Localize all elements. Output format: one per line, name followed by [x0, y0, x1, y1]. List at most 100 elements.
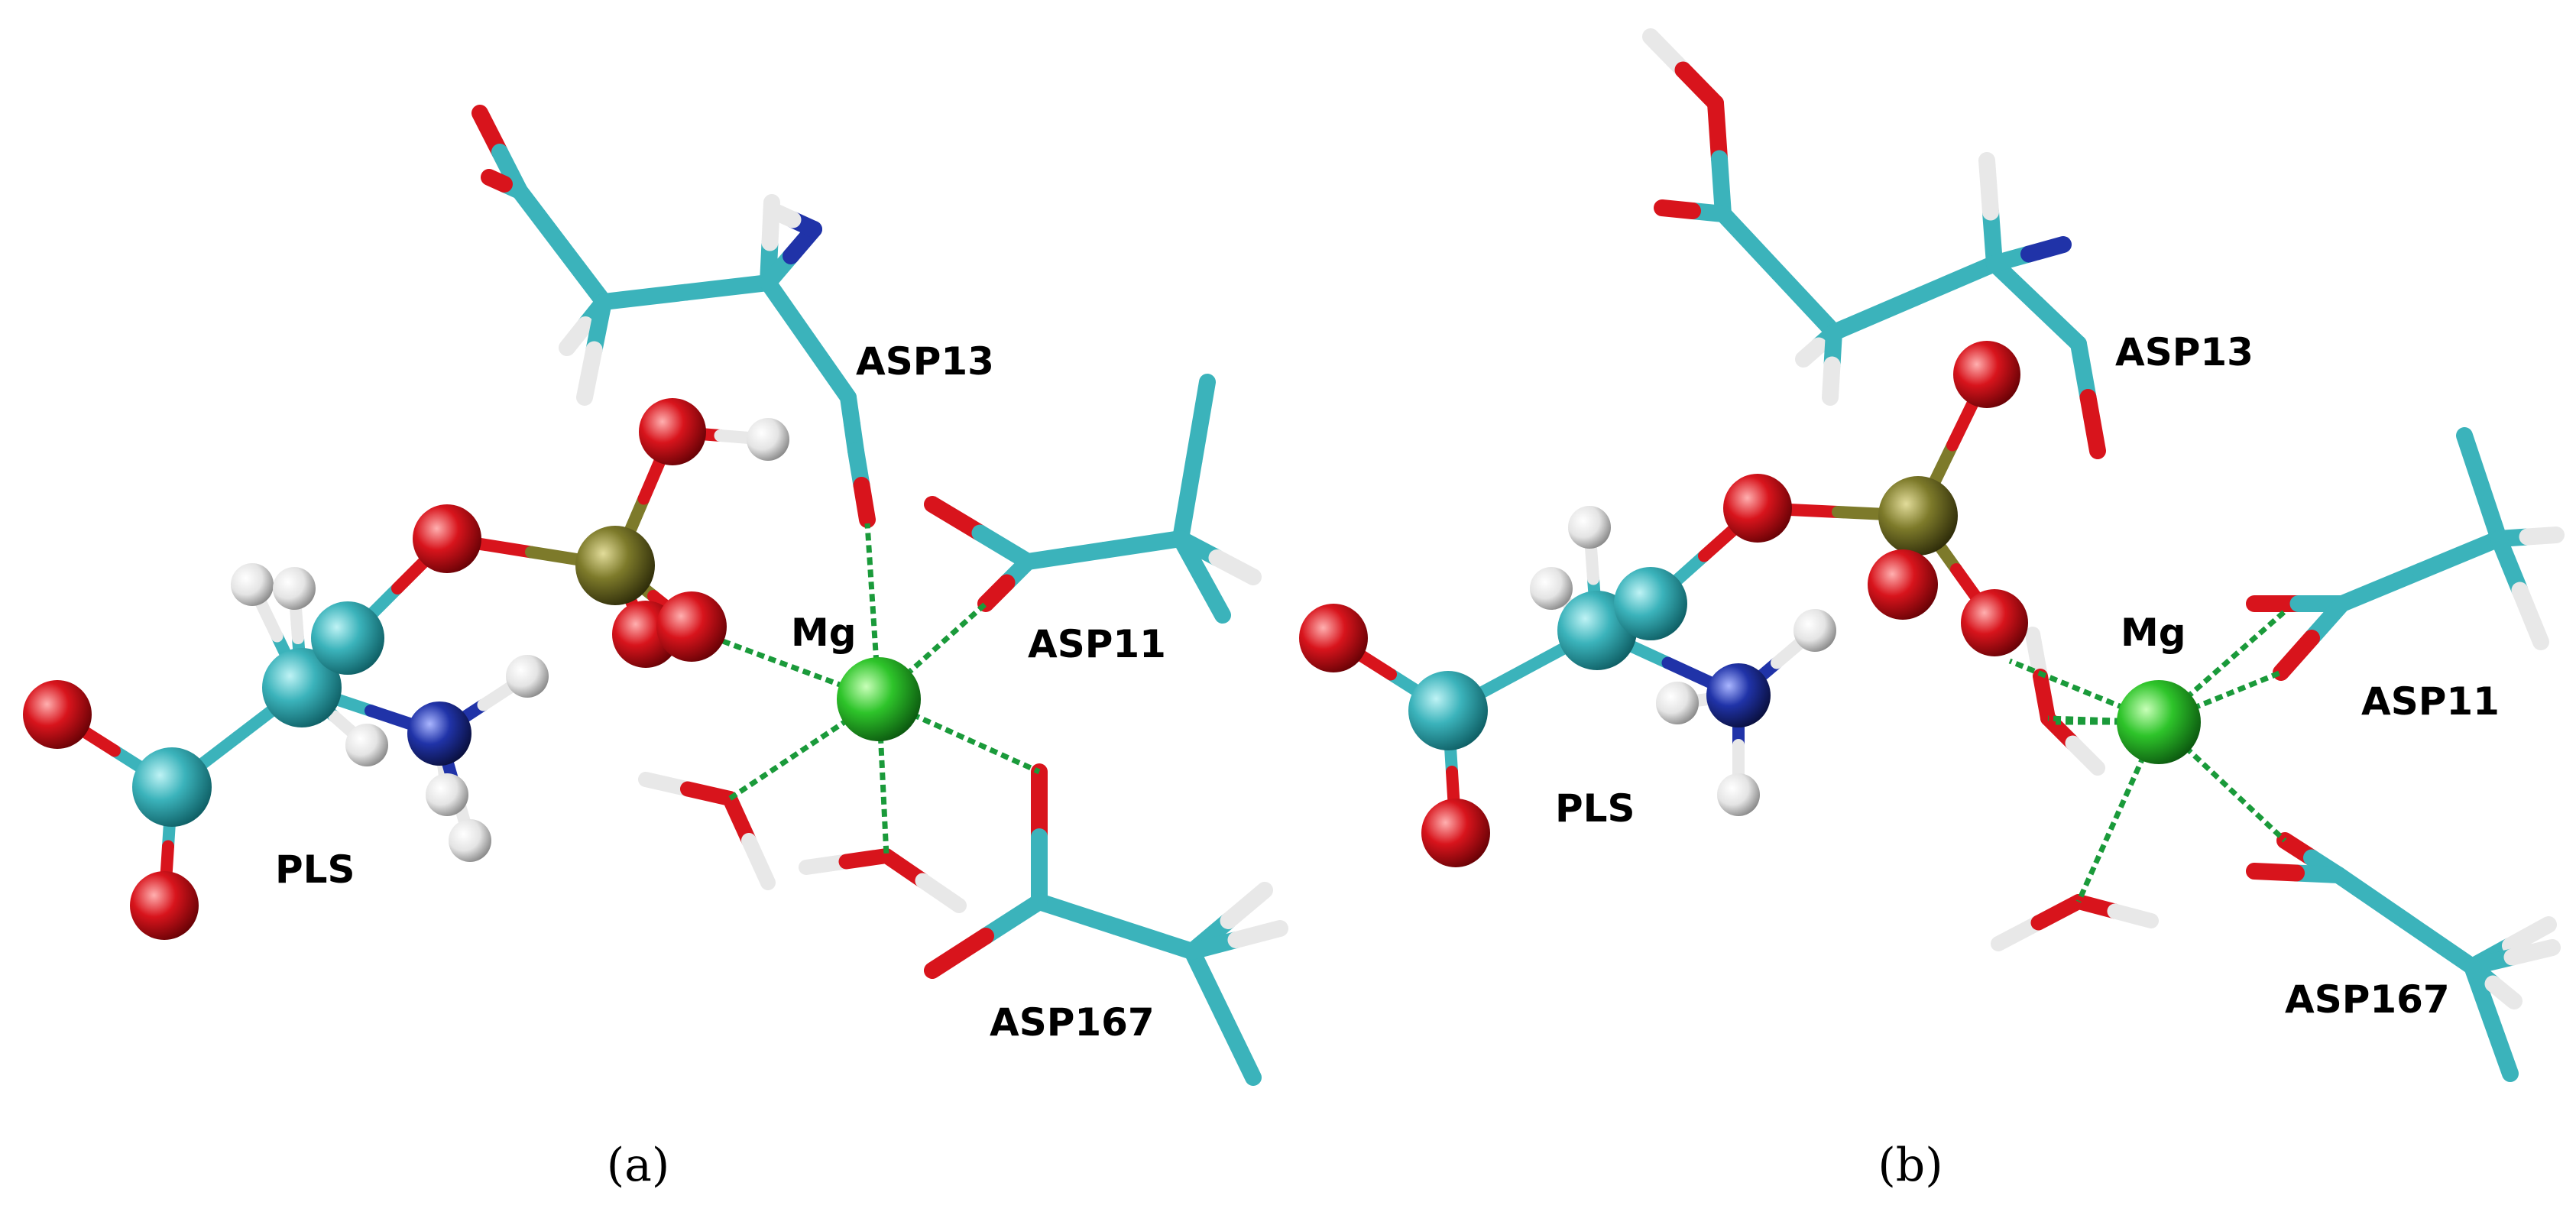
phosphorus-atom	[1878, 476, 1958, 556]
bond-carbon	[2334, 562, 2429, 612]
label-asp13-a: ASP13	[856, 339, 994, 384]
hydrogen-atom	[1530, 567, 1573, 610]
bond-hydrogen	[763, 202, 802, 228]
bond-hydrogen	[2502, 916, 2557, 954]
bond-oxygen	[2246, 863, 2305, 882]
bond-hydrogen	[1208, 549, 1262, 585]
bond-carbon	[2473, 478, 2507, 547]
bond-carbon	[2483, 1012, 2519, 1082]
bond-carbon	[1982, 203, 2003, 272]
bond-hydrogen	[1978, 152, 1999, 221]
hydrogen-atom	[231, 563, 274, 606]
label-asp11-a: ASP11	[1028, 622, 1166, 666]
bond-carbon	[1711, 150, 1732, 222]
bond-carbon	[595, 284, 695, 310]
hydrogen-atom	[1717, 773, 1760, 816]
bond-carbon	[1214, 1006, 1262, 1086]
bond-carbon	[2330, 867, 2414, 929]
oxygen-atom	[1961, 589, 2028, 656]
carbon-atom	[1408, 671, 1488, 750]
carbon-atom	[1614, 567, 1687, 640]
a-stick-bonds	[471, 105, 1288, 1086]
bond-oxygen	[722, 791, 757, 848]
bond-carbon	[1770, 264, 1842, 341]
bond-carbon	[2490, 530, 2529, 599]
bond-carbon	[677, 274, 776, 301]
oxygen-atom	[639, 398, 706, 465]
bond-carbon	[1184, 943, 1231, 1023]
hydrogen-atom	[1656, 682, 1699, 724]
oxygen-atom	[1868, 549, 1938, 620]
caption-b: (b)	[1878, 1139, 1943, 1192]
bond-carbon	[760, 274, 817, 348]
bond-carbon	[1826, 290, 1923, 341]
bond-oxygen	[924, 496, 989, 542]
bond-hydrogen	[2107, 903, 2159, 928]
hydrogen-atom	[1568, 506, 1611, 549]
bond-hydrogen	[2484, 975, 2523, 1009]
b-pls-ball-and-stick	[1299, 341, 2201, 867]
label-asp167-b: ASP167	[2285, 977, 2450, 1022]
magnesium-atom	[2117, 680, 2201, 764]
caption-a: (a)	[607, 1139, 670, 1192]
bond-carbon	[1172, 452, 1203, 547]
bond-hydrogen	[2511, 582, 2549, 650]
hydrogen-atom	[506, 655, 549, 698]
panel-b: ASP13 ASP11 ASP167 Mg PLS (b)	[1299, 28, 2565, 1192]
label-mg-a: Mg	[791, 611, 857, 655]
label-mg-b: Mg	[2121, 611, 2186, 655]
oxygen-atom	[656, 591, 727, 662]
bond-hydrogen	[576, 341, 603, 406]
oxygen-atom	[23, 680, 92, 749]
bond-carbon	[2028, 295, 2087, 352]
bond-hydrogen	[559, 316, 594, 356]
bond-hydrogen	[1795, 337, 1827, 368]
bond-carbon	[2396, 912, 2480, 975]
magnesium-atom	[837, 657, 921, 741]
bond-oxygen	[1654, 199, 1701, 219]
b-stick-bonds	[1642, 28, 2565, 1082]
bond-carbon	[1096, 530, 1189, 559]
bond-oxygen	[977, 574, 1016, 612]
label-asp13-b: ASP13	[2115, 330, 2254, 374]
bond-carbon	[971, 524, 1036, 570]
oxygen-atom	[1421, 799, 1490, 867]
bond-oxygen	[481, 169, 513, 193]
bond-carbon	[1031, 893, 1124, 935]
hydrogen-atom	[273, 567, 316, 610]
bond-carbon	[553, 238, 612, 310]
bond-hydrogen	[1220, 882, 1273, 929]
bond-carbon	[2412, 530, 2507, 580]
bond-carbon	[2070, 335, 2097, 406]
bond-carbon	[977, 893, 1048, 944]
oxygen-atom	[1299, 604, 1368, 672]
bond-oxygen	[2079, 389, 2106, 459]
oxygen-atom	[1953, 341, 2020, 408]
bond-oxygen	[1707, 95, 1728, 167]
hydrogen-atom	[426, 773, 468, 816]
bond-oxygen	[2273, 630, 2320, 681]
hydrogen-atom	[747, 418, 789, 461]
oxygen-atom	[413, 504, 481, 573]
label-pls-a: PLS	[275, 847, 355, 892]
hydrogen-atom	[345, 724, 388, 766]
label-asp167-a: ASP167	[990, 1000, 1155, 1045]
bond-carbon	[1019, 542, 1113, 570]
bond-hydrogen	[1822, 356, 1841, 406]
carbon-atom	[311, 601, 384, 675]
bond-carbon	[1906, 255, 2003, 306]
hydrogen-atom	[449, 819, 491, 862]
bond-carbon	[799, 332, 857, 406]
bond-carbon	[1193, 569, 1231, 624]
nitrogen-atom	[407, 701, 471, 766]
bond-hydrogen	[915, 873, 967, 913]
bond-carbon	[1185, 374, 1216, 469]
a-pls-ball-and-stick	[23, 398, 921, 940]
label-pls-b: PLS	[1555, 786, 1635, 831]
bond-hydrogen	[2503, 939, 2561, 966]
carbon-atom	[132, 747, 212, 827]
bond-carbon	[511, 183, 570, 255]
phosphorus-atom	[575, 526, 655, 605]
bond-hydrogen	[2065, 735, 2105, 776]
